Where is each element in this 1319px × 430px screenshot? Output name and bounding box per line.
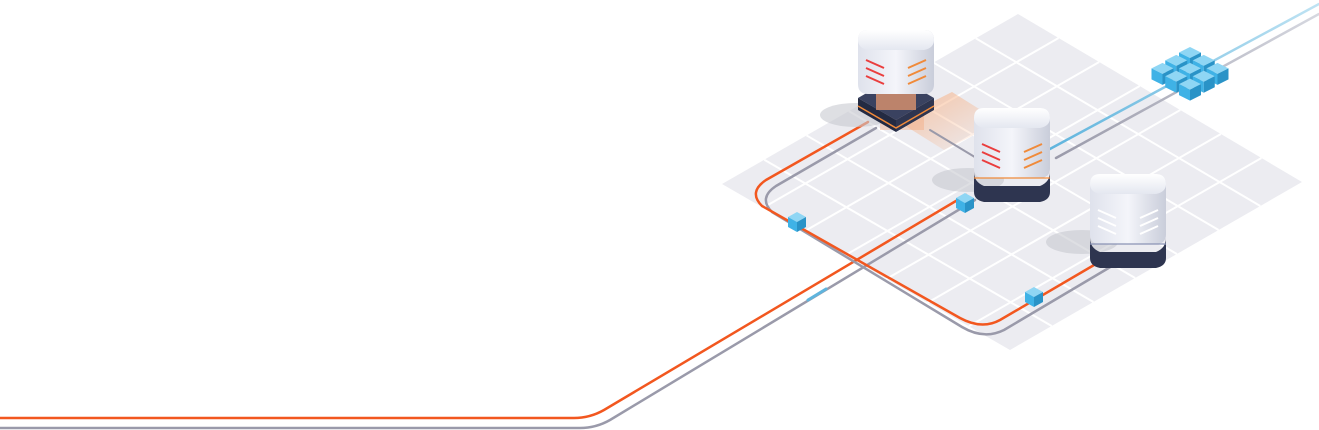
network-node-icon (956, 193, 974, 213)
grid-line (806, 134, 1094, 303)
network-node-icon (788, 212, 806, 232)
server-secondary (932, 108, 1050, 202)
grid-line (763, 158, 1053, 327)
server-stack-icon (1097, 209, 1159, 235)
cable-gray-main (0, 198, 977, 430)
network-node-icon (1025, 287, 1043, 307)
server-primary (820, 30, 935, 132)
grid-line (927, 133, 1222, 304)
server-stack-icon (981, 143, 1043, 169)
server-stack-icon (865, 59, 927, 85)
cable-blue-segment (806, 287, 828, 302)
cube-cluster-icon (1151, 47, 1229, 101)
cluster-cube (1179, 78, 1201, 101)
cable-orange-main (0, 193, 968, 420)
server-tertiary (1046, 174, 1166, 268)
network-nodes (788, 193, 1043, 307)
cable-orange-loop (754, 120, 1108, 326)
grid-line (803, 61, 1100, 233)
grid-line (975, 37, 1261, 207)
cable-gray-loop (764, 126, 1114, 336)
